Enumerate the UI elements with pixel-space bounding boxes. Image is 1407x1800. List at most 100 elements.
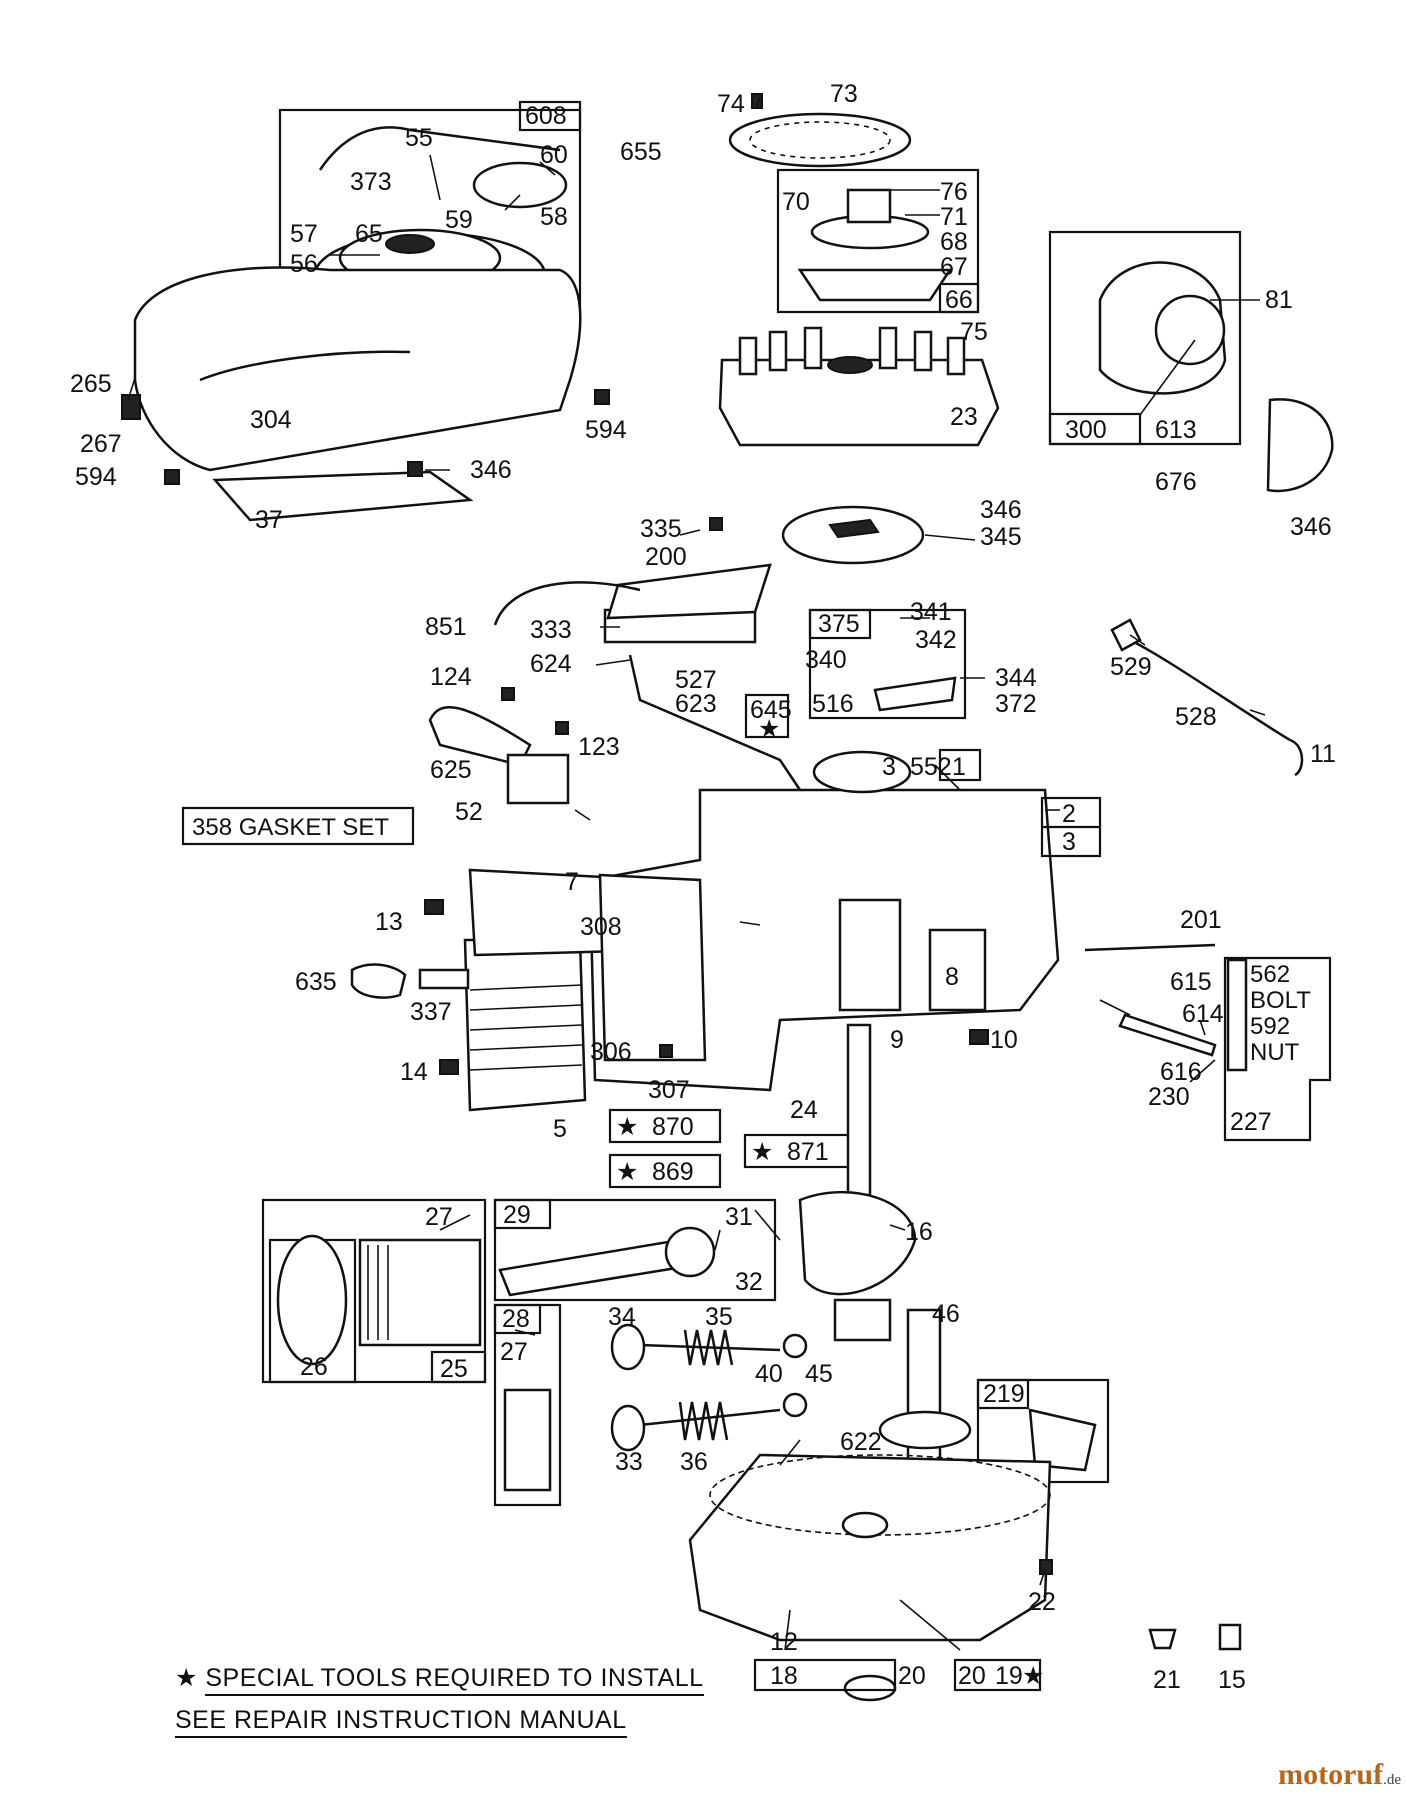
seal-box-645	[744, 693, 790, 739]
callout-27-piston: 27	[425, 1203, 453, 1231]
callout-219: 219	[983, 1380, 1025, 1408]
muffler-plate	[1154, 294, 1226, 366]
governor-box	[808, 608, 967, 720]
callout-344: 344	[995, 664, 1037, 692]
callout-645-star: ★	[758, 715, 780, 743]
callout-36: 36	[680, 1448, 708, 1476]
breather-tube	[428, 705, 532, 767]
box-tag-28	[493, 1303, 542, 1335]
valve-retainer-40b	[782, 1392, 808, 1418]
callout-308: 308	[580, 913, 622, 941]
control-lever	[1226, 958, 1248, 1072]
callout-75: 75	[960, 318, 988, 346]
footer-star: ★	[175, 1664, 198, 1692]
box-tag-219	[976, 1378, 1030, 1410]
callout-58: 58	[540, 203, 568, 231]
callout-13: 13	[375, 908, 403, 936]
intake-valve-stem	[639, 1343, 781, 1352]
callout-346-muffler: 346	[1290, 513, 1332, 541]
callout-23: 23	[950, 403, 978, 431]
callout-46: 46	[932, 1300, 960, 1328]
piston-box	[261, 1198, 487, 1384]
sump-bearing	[841, 1511, 889, 1539]
callout-552: 552	[910, 753, 952, 781]
flywheel-hub	[827, 356, 873, 374]
rod-big-end	[664, 1226, 716, 1278]
callout-625: 625	[430, 756, 472, 784]
muffler-box	[1048, 230, 1242, 446]
callout-870-star: ★	[616, 1113, 638, 1141]
crank-bore	[812, 750, 912, 794]
callout-1: 1	[952, 753, 966, 781]
callout-40: 40	[755, 1360, 783, 1388]
label-nut-number: 592	[1250, 1013, 1290, 1040]
callout-124: 124	[430, 663, 472, 691]
leader-lines	[127, 97, 1266, 1651]
callout-28: 28	[502, 1305, 530, 1333]
breather-body	[506, 753, 570, 805]
watermark-tld: .de	[1383, 1772, 1401, 1788]
stop-switch-bracket-624	[628, 654, 802, 791]
callout-230: 230	[1148, 1083, 1190, 1111]
callout-29: 29	[503, 1201, 531, 1229]
callout-527: 527	[675, 666, 717, 694]
ignition-lead	[493, 581, 641, 626]
callout-15: 15	[1218, 1666, 1246, 1694]
muffler-guard	[1266, 398, 1334, 493]
callout-70: 70	[782, 188, 810, 216]
callout-55: 55	[405, 124, 433, 152]
oil-seal-20	[843, 1674, 897, 1702]
callout-375: 375	[818, 610, 860, 638]
bolt-124	[501, 687, 515, 701]
bolt-594b	[164, 469, 180, 485]
callout-14: 14	[400, 1058, 428, 1086]
callout-516: 516	[812, 690, 854, 718]
callout-373: 373	[350, 168, 392, 196]
callout-227: 227	[1230, 1108, 1272, 1136]
box-tag-608	[518, 100, 582, 132]
callout-numbers: 608 55 373 60 655 58 59 57 65 56 265 267…	[70, 80, 1336, 1694]
callout-608: 608	[525, 102, 567, 130]
callout-65: 65	[355, 220, 383, 248]
piston-rings	[276, 1234, 348, 1366]
callout-20-seal: 20	[898, 1662, 926, 1690]
callout-27-pin: 27	[500, 1338, 528, 1366]
screen-bolt	[751, 93, 763, 109]
callout-52: 52	[455, 798, 483, 826]
governor-spring-201	[1084, 943, 1216, 952]
label-bolt-word: BOLT	[1250, 987, 1311, 1014]
callout-19: 19	[995, 1662, 1023, 1690]
exhaust-valve-head	[610, 1404, 646, 1452]
callout-624: 624	[530, 650, 572, 678]
head-gasket-306	[598, 873, 707, 1062]
drain-plug-15	[1218, 1623, 1242, 1651]
callout-200: 200	[645, 543, 687, 571]
label-nut-word: NUT	[1250, 1039, 1300, 1066]
label-bolt-number: 562	[1250, 961, 1290, 988]
callout-35: 35	[705, 1303, 733, 1331]
blower-housing-edge	[199, 350, 411, 382]
air-cleaner-nub	[828, 518, 880, 539]
callout-32: 32	[735, 1268, 763, 1296]
callout-594-left: 594	[75, 463, 117, 491]
callout-56: 56	[290, 250, 318, 278]
callout-345: 345	[980, 523, 1022, 551]
callout-201: 201	[1180, 906, 1222, 934]
box-tag-25	[430, 1350, 487, 1384]
callout-74: 74	[717, 90, 745, 118]
callout-340: 340	[805, 646, 847, 674]
callout-5: 5	[553, 1115, 567, 1143]
box-tag-1	[938, 748, 982, 782]
callout-594-right: 594	[585, 416, 627, 444]
callout-71: 71	[940, 203, 968, 231]
box-tag-66	[938, 282, 980, 314]
intake-valve-spring	[683, 1329, 734, 1366]
callout-341: 341	[910, 598, 952, 626]
exhaust-valve-spring	[678, 1401, 729, 1441]
callout-9: 9	[890, 1026, 904, 1054]
flywheel	[718, 358, 1000, 447]
drain-plug-21	[1148, 1628, 1177, 1650]
callout-306: 306	[590, 1038, 632, 1066]
flywheel-fins	[738, 326, 966, 376]
clutch-hub	[846, 188, 892, 224]
